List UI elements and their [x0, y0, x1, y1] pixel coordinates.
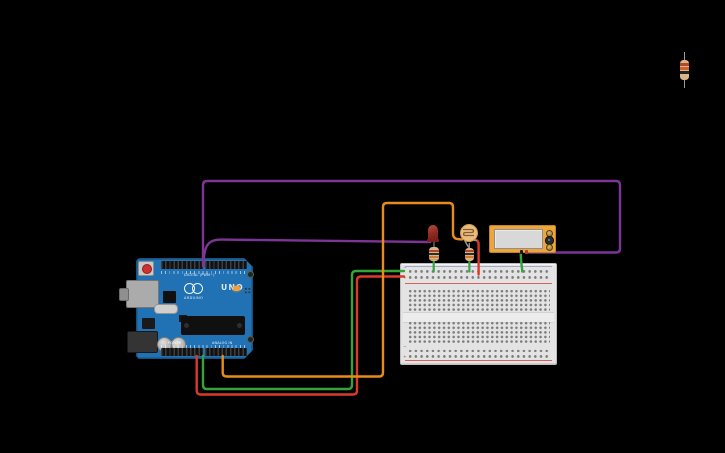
ic-notch	[184, 323, 189, 328]
resistor-band	[464, 249, 475, 252]
analog-in-label: ANALOG IN	[212, 340, 233, 345]
resistor-band	[429, 256, 439, 258]
breadboard-top-plus-rail[interactable]	[408, 275, 549, 280]
breadboard-bottom-plus-line	[405, 359, 552, 361]
resistor-band	[429, 258, 439, 261]
resistor-band	[464, 255, 475, 258]
power-label: POWER	[168, 340, 182, 345]
mounting-hole	[246, 336, 254, 343]
breadboard-minus-label: −	[402, 264, 407, 270]
wire-purple-pin-to-multimeter[interactable]	[201, 179, 622, 268]
resistor-band	[679, 67, 689, 70]
power-header[interactable]	[161, 348, 203, 356]
breadboard-top-plus-line	[405, 283, 552, 285]
resistor-band	[464, 253, 475, 255]
resistor-band	[429, 253, 439, 255]
crystal-oscillator	[154, 304, 178, 314]
multimeter-black-terminal[interactable]	[519, 249, 523, 254]
multimeter-button[interactable]	[545, 243, 553, 251]
resistor-band	[679, 71, 689, 74]
wire-red-ldr-to-plus-rail[interactable]	[474, 238, 480, 276]
analog-header[interactable]	[205, 348, 247, 356]
mounting-hole	[246, 271, 254, 278]
wire-red-5v-to-rail[interactable]	[195, 275, 406, 396]
red-led[interactable]	[426, 224, 440, 243]
breadboard-bank-top[interactable]	[407, 288, 550, 312]
resistor-band	[679, 63, 689, 66]
breadboard-minus-label: −	[402, 344, 407, 350]
resistor-lead	[683, 80, 686, 88]
resistor-band	[429, 249, 439, 252]
arduino-brand-label: ARDUINO	[184, 296, 204, 300]
arduino-logo-icon	[192, 283, 203, 294]
usb-connector	[126, 280, 159, 308]
resistor-lead	[683, 52, 686, 61]
atmega-ic-chip	[181, 316, 245, 335]
regulator-to92	[142, 318, 155, 329]
ldr-resistor[interactable]	[464, 247, 475, 261]
digital-pin-labels	[161, 270, 247, 274]
breadboard-bottom-plus-rail[interactable]	[408, 354, 549, 359]
led-resistor[interactable]	[429, 247, 439, 261]
digital-header-left[interactable]	[161, 261, 203, 269]
arduino-uno[interactable]: DIGITAL (PWM~) ARDUINO UNO POWER ANALOG …	[119, 258, 254, 359]
power-analog-pin-labels	[161, 344, 247, 348]
icsp-header	[243, 286, 251, 294]
digital-header-right[interactable]	[205, 261, 247, 269]
reset-button[interactable]	[141, 264, 152, 274]
photoresistor[interactable]	[459, 224, 478, 242]
breadboard-plus-label: +	[402, 354, 407, 360]
wire-orange-analog-to-ldr[interactable]	[221, 201, 464, 378]
uno-model-label: UNO	[221, 284, 244, 293]
wire-purple-pin-to-led[interactable]	[202, 238, 432, 268]
resistor-body	[679, 60, 689, 80]
multimeter-red-terminal[interactable]	[524, 249, 528, 254]
voltage-regulator	[163, 291, 176, 303]
breadboard-plus-label: +	[402, 275, 407, 281]
breadboard-bottom-minus-rail[interactable]	[408, 348, 549, 353]
wire-green-gnd-to-rail[interactable]	[201, 269, 406, 391]
digital-label: DIGITAL (PWM~)	[184, 272, 215, 277]
spare-resistor[interactable]	[679, 52, 690, 88]
led-flange	[427, 239, 439, 242]
power-led	[232, 286, 240, 291]
ic-notch	[237, 323, 242, 328]
breadboard[interactable]: − + − +	[400, 263, 557, 365]
led-bulb	[428, 225, 438, 240]
ldr-squiggle-icon	[462, 228, 474, 237]
multimeter[interactable]	[489, 225, 556, 254]
usb-plug-nub	[119, 288, 129, 301]
multimeter-screen	[494, 229, 543, 249]
breadboard-bank-bottom[interactable]	[407, 321, 550, 344]
